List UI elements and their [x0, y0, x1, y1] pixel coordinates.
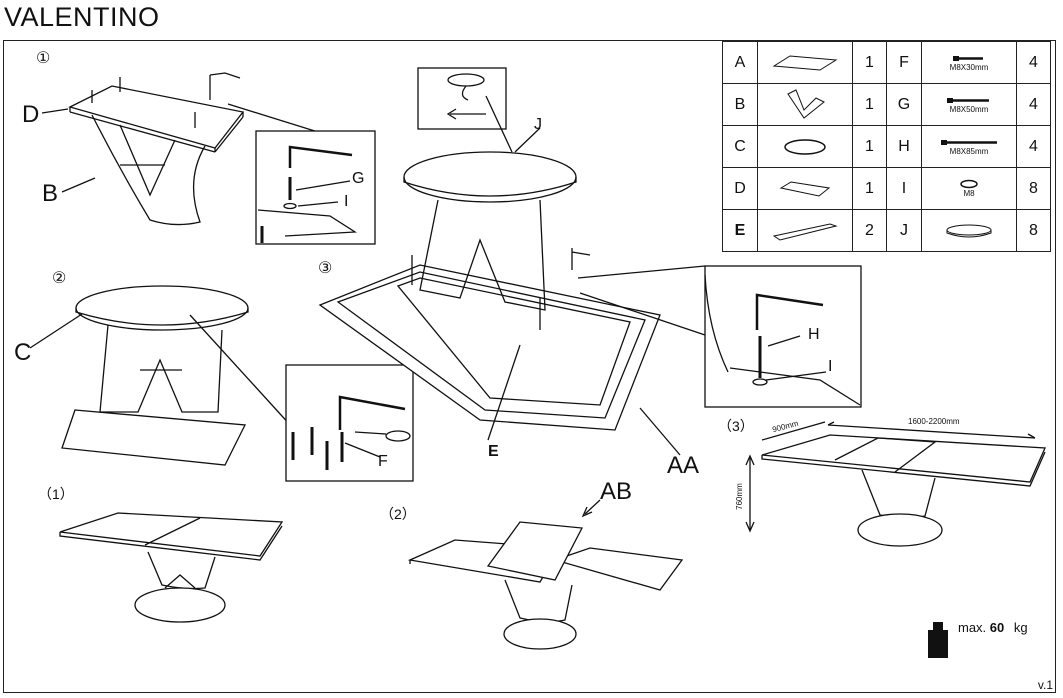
step-1-number: ①	[36, 50, 51, 67]
weight-icon	[928, 622, 948, 658]
part-letter: H	[886, 125, 922, 168]
table-extended-drawing	[745, 421, 1046, 547]
bolt-medium-icon: M8X50mm	[921, 83, 1017, 126]
part-letter: D	[722, 167, 758, 210]
callout-AB: AB	[600, 478, 633, 505]
part-qty: 1	[852, 167, 887, 210]
oval-base-icon	[757, 125, 853, 168]
callout-I-detail3: I	[828, 358, 833, 375]
max-load-unit: kg	[1010, 620, 1028, 635]
bolt-long-icon: M8X85mm	[921, 125, 1017, 168]
callout-AA: AA	[667, 452, 700, 479]
foot-pad-icon	[921, 209, 1017, 252]
instruction-frame	[3, 40, 1056, 693]
table-extending-drawing	[407, 499, 684, 650]
detail-box-1	[255, 130, 376, 245]
tabletop-panel-icon	[757, 41, 853, 84]
product-title: VALENTINO	[4, 2, 160, 32]
part-qty: 8	[1016, 167, 1051, 210]
washer-icon: M8	[921, 167, 1017, 210]
callout-D: D	[22, 101, 40, 128]
callout-F: F	[378, 453, 388, 470]
part-qty: 2	[852, 209, 887, 252]
rail-bar-icon	[757, 209, 853, 252]
step-2-number: ②	[52, 270, 67, 287]
part-spec: M8X50mm	[949, 105, 989, 114]
dimension-length: 1600-2200mm	[908, 417, 960, 426]
max-load-value: 60	[989, 620, 1005, 635]
parts-table: A 1 F M8X30mm 4 B 1 G M8X50mm 4 C 1 H M8…	[722, 41, 1051, 252]
part-spec: M8X30mm	[949, 63, 989, 72]
callout-G: G	[352, 170, 365, 187]
parts-row: C 1 H M8X85mm 4	[722, 125, 1051, 168]
part-letter: C	[722, 125, 758, 168]
callout-E: E	[488, 443, 499, 460]
part-qty: 1	[852, 125, 887, 168]
position-3-number: （3）	[718, 418, 754, 434]
parts-row: A 1 F M8X30mm 4	[722, 41, 1051, 84]
v-leg-icon	[757, 83, 853, 126]
part-letter: G	[886, 83, 922, 126]
detail-box-3	[704, 265, 862, 408]
max-load-prefix: max. 60 kg	[952, 620, 1028, 635]
detail-box-2	[285, 364, 414, 482]
position-2-number: （2）	[380, 506, 416, 522]
parts-row: D 1 I M8 8	[722, 167, 1051, 210]
max-load: max. 60 kg	[926, 620, 1028, 635]
step1-drawing	[41, 72, 319, 226]
step2-drawing	[29, 285, 293, 466]
max-load-prefix-text: max.	[958, 620, 990, 635]
step3-drawing	[318, 67, 706, 456]
part-qty: 4	[1016, 83, 1051, 126]
step-3-number: ③	[318, 260, 333, 277]
part-letter: A	[722, 41, 758, 84]
part-letter: I	[886, 167, 922, 210]
part-letter: F	[886, 41, 922, 84]
table-closed-drawing	[59, 512, 284, 623]
part-letter: B	[722, 83, 758, 126]
part-qty: 1	[852, 83, 887, 126]
part-spec: M8X85mm	[949, 147, 989, 156]
part-spec: M8	[963, 189, 975, 198]
version-label: v.1	[1037, 678, 1053, 692]
part-qty: 8	[1016, 209, 1051, 252]
part-qty: 4	[1016, 125, 1051, 168]
bolt-short-icon: M8X30mm	[921, 41, 1017, 84]
position-1-number: （1）	[38, 486, 74, 502]
mounting-plate-icon	[757, 167, 853, 210]
part-qty: 4	[1016, 41, 1051, 84]
callout-J: J	[534, 116, 542, 133]
part-letter: E	[722, 209, 758, 252]
parts-row: B 1 G M8X50mm 4	[722, 83, 1051, 126]
dimension-height: 760mm	[734, 483, 744, 510]
parts-row: E 2 J 8	[722, 209, 1051, 252]
callout-I-detail1: I	[344, 193, 349, 210]
callout-B: B	[42, 180, 59, 207]
part-qty: 1	[852, 41, 887, 84]
callout-C: C	[14, 339, 32, 366]
part-letter: J	[886, 209, 922, 252]
callout-H: H	[808, 326, 820, 343]
